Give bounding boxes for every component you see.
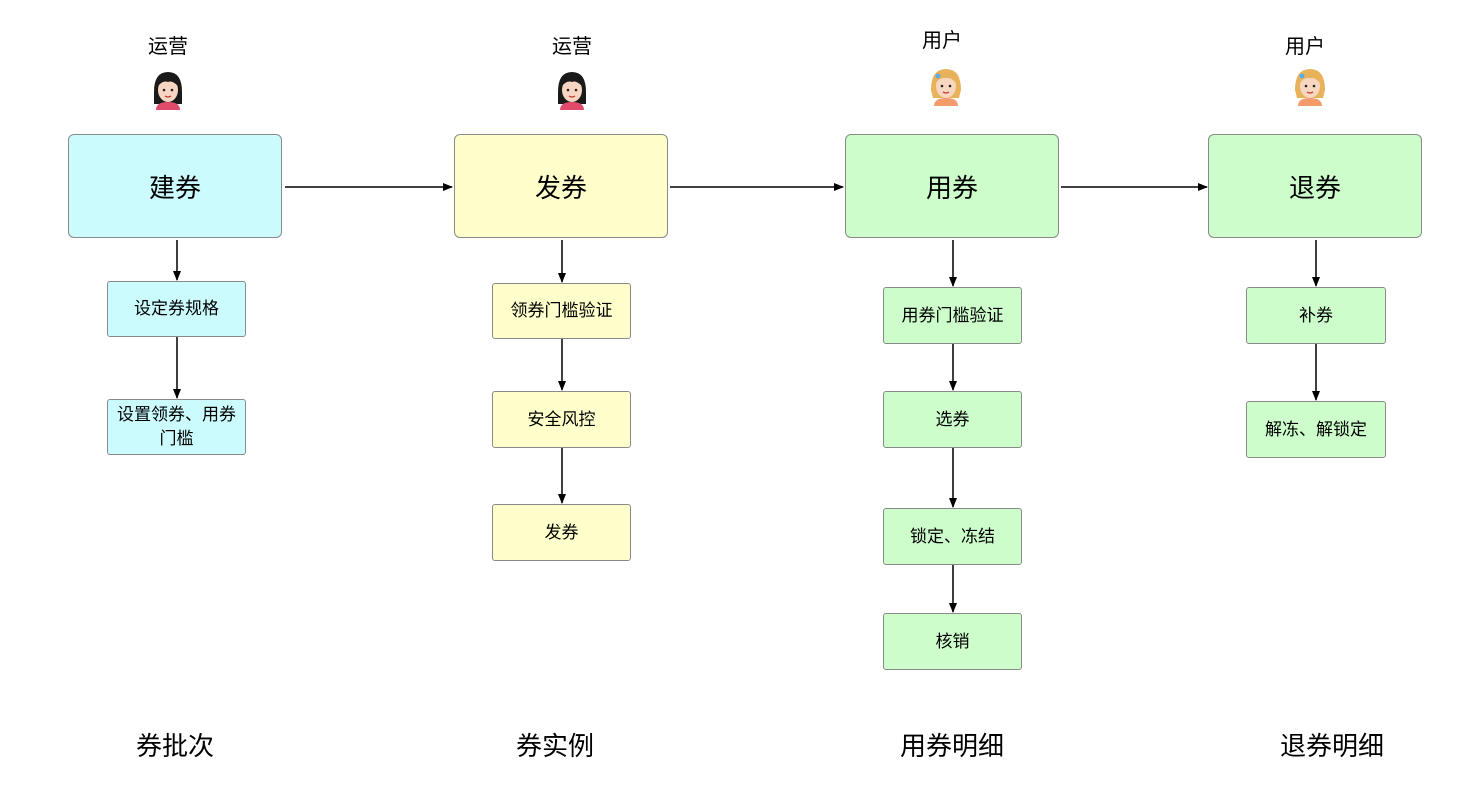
stage-box-refund: 退券 bbox=[1208, 134, 1422, 238]
woman-dark-hair-avatar-icon bbox=[558, 72, 586, 110]
woman-blonde-hair-avatar-icon bbox=[1295, 69, 1325, 106]
step-use-threshold-check: 用券门槛验证 bbox=[883, 287, 1022, 344]
step-set-thresholds: 设置领券、用券门槛 bbox=[107, 399, 246, 455]
footer-refund-details: 退券明细 bbox=[1279, 732, 1384, 762]
woman-dark-hair-avatar-icon bbox=[154, 72, 182, 110]
role-label-user: 用户 bbox=[1285, 34, 1325, 58]
role-label-operator: 运营 bbox=[148, 34, 188, 58]
step-unfreeze-unlock: 解冻、解锁定 bbox=[1246, 401, 1386, 458]
step-claim-threshold-check: 领券门槛验证 bbox=[492, 283, 631, 339]
stage-box-build: 建券 bbox=[68, 134, 282, 238]
woman-blonde-hair-avatar-icon bbox=[931, 69, 961, 106]
step-lock-freeze: 锁定、冻结 bbox=[883, 508, 1022, 565]
role-label-operator: 运营 bbox=[552, 34, 592, 58]
step-issue-coupon: 发券 bbox=[492, 504, 631, 561]
step-risk-control: 安全风控 bbox=[492, 391, 631, 448]
step-redeem: 核销 bbox=[883, 613, 1022, 670]
step-set-coupon-spec: 设定券规格 bbox=[107, 281, 246, 337]
footer-coupon-batch: 券批次 bbox=[135, 732, 214, 762]
footer-coupon-instance: 券实例 bbox=[515, 732, 594, 762]
stage-box-use: 用券 bbox=[845, 134, 1059, 238]
role-label-user: 用户 bbox=[922, 28, 962, 52]
stage-box-issue: 发券 bbox=[454, 134, 668, 238]
footer-usage-details: 用券明细 bbox=[899, 732, 1004, 762]
step-select-coupon: 选券 bbox=[883, 391, 1022, 448]
step-reissue-coupon: 补券 bbox=[1246, 287, 1386, 344]
